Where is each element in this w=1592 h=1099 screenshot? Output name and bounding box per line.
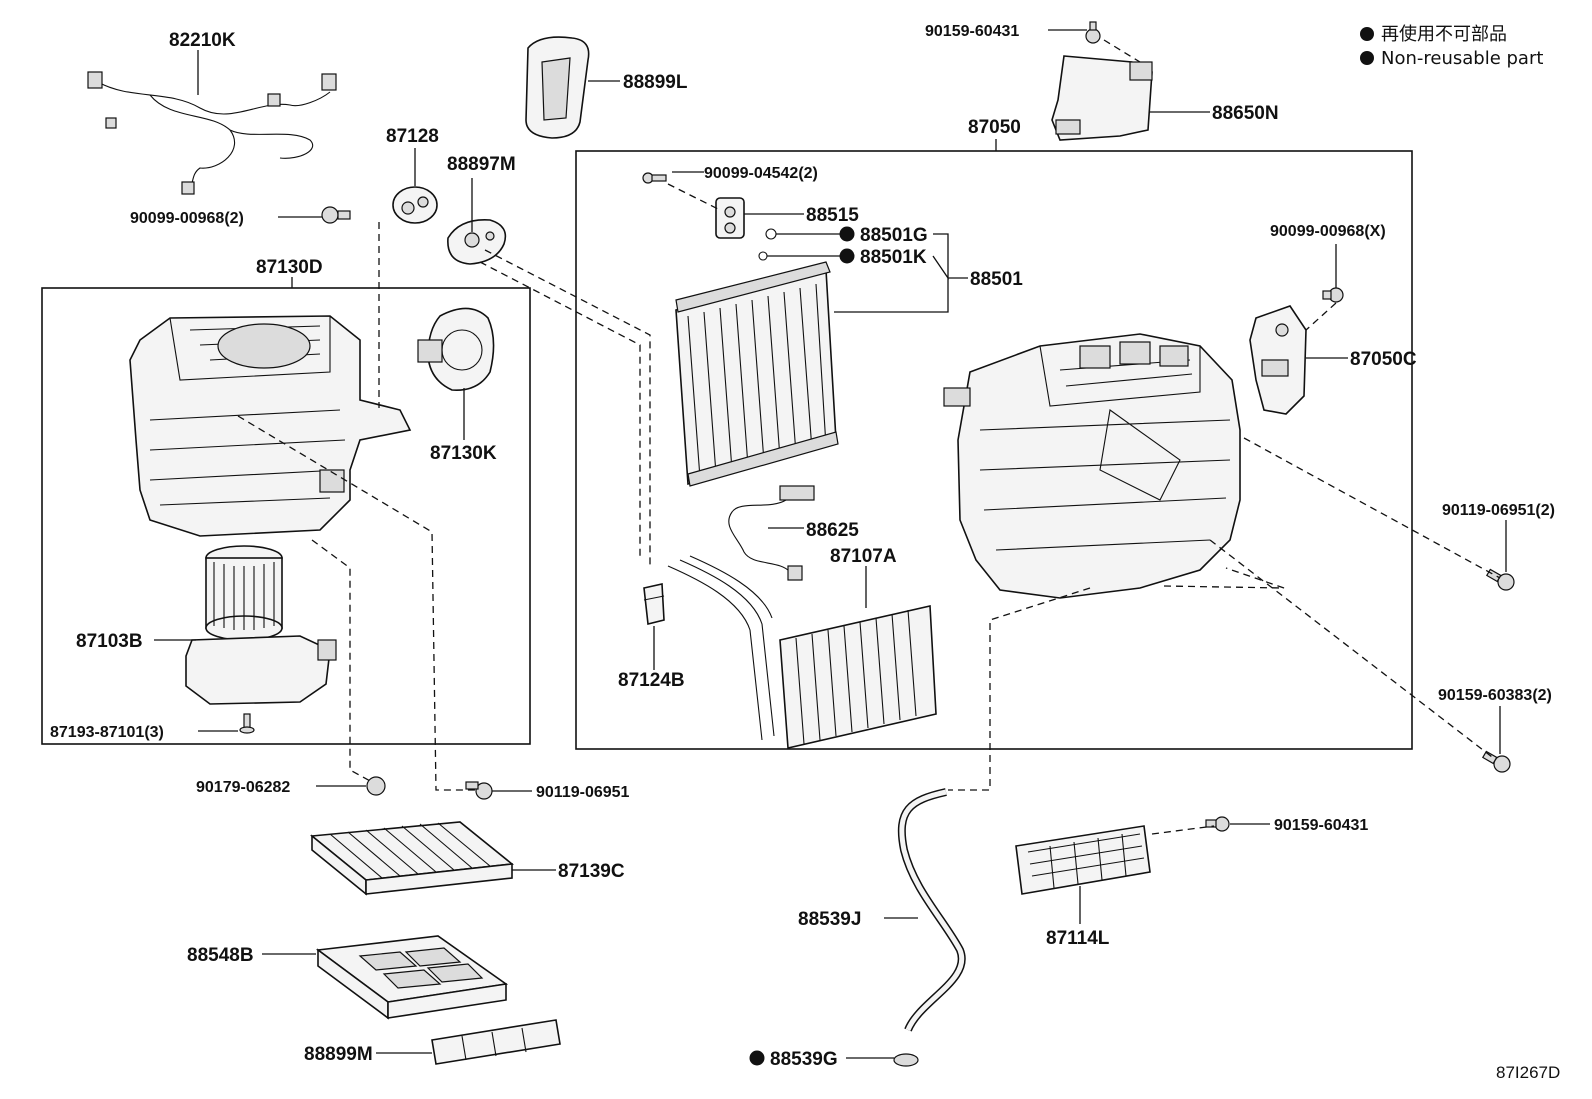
label-87139C: 87139C	[558, 861, 625, 882]
label-88501: 88501	[970, 269, 1023, 290]
label-87124B: 87124B	[618, 670, 685, 691]
label-90159-60383: 90159-60383(2)	[1438, 687, 1552, 704]
cover-88899L-drawing	[525, 36, 590, 139]
label-90159-60431-top: 90159-60431	[925, 23, 1019, 40]
thermistor-88625-drawing	[728, 485, 815, 581]
label-88625: 88625	[806, 520, 859, 541]
label-90119-06951-2: 90119-06951(2)	[1442, 502, 1555, 519]
non-reusable-dot-icon	[839, 248, 855, 264]
label-87128: 87128	[386, 126, 439, 147]
grille-87114L-drawing	[1015, 816, 1230, 895]
blower-housing-87130D-drawing	[129, 315, 412, 537]
actuator-87050C-drawing	[1249, 287, 1344, 415]
label-88501K: 88501K	[860, 247, 927, 268]
label-88650N: 88650N	[1212, 103, 1279, 124]
grommet-87128-drawing	[392, 186, 438, 224]
label-88548B: 88548B	[187, 945, 254, 966]
label-88539J: 88539J	[798, 909, 861, 930]
label-88501G: 88501G	[860, 225, 928, 246]
bracket-88650N-drawing	[1051, 21, 1153, 141]
label-87103B: 87103B	[76, 631, 143, 652]
hvac-unit-87050-drawing	[943, 333, 1285, 599]
strip-88899M-drawing	[431, 1019, 561, 1065]
label-87107A: 87107A	[830, 546, 897, 567]
legend: 再使用不可部品 Non-reusable part	[1360, 24, 1543, 69]
label-90099-00968X: 90099-00968(X)	[1270, 223, 1386, 240]
label-87050: 87050	[968, 117, 1021, 138]
plate-88897M-drawing	[447, 219, 507, 265]
label-87193-87101: 87193-87101(3)	[50, 724, 164, 741]
label-90179-06282: 90179-06282	[196, 779, 290, 796]
clamp-87124B-drawing	[643, 583, 665, 625]
o-ring-88501K-drawing	[758, 251, 768, 261]
label-90099-04542: 90099-04542(2)	[704, 165, 818, 182]
drain-hose-88539J-drawing	[893, 788, 966, 1067]
label-90119-06951: 90119-06951	[536, 784, 630, 801]
non-reusable-dot-icon	[1360, 51, 1374, 65]
label-88899L: 88899L	[623, 72, 688, 93]
label-88515: 88515	[806, 205, 859, 226]
label-88539G: 88539G	[770, 1049, 838, 1070]
tray-88548B-drawing	[315, 935, 509, 1020]
label-87130D: 87130D	[256, 257, 323, 278]
filter-87139C-drawing	[309, 821, 514, 896]
label-87050C: 87050C	[1350, 349, 1417, 370]
blower-motor-87103B-drawing	[185, 545, 337, 705]
label-90159-60431-mid: 90159-60431	[1274, 817, 1368, 834]
screw-90099-00968-drawing	[321, 206, 351, 224]
label-88899M: 88899M	[304, 1044, 373, 1065]
non-reusable-dot-icon	[1360, 27, 1374, 41]
evaporator-88501-drawing	[675, 261, 839, 487]
nut-90179-06282-drawing	[366, 776, 386, 796]
screw-90119-06951-drawing	[465, 781, 493, 800]
screw-87193-87101-drawing	[239, 713, 255, 734]
non-reusable-dot-icon	[839, 226, 855, 242]
label-87114L: 87114L	[1046, 928, 1110, 949]
label-90099-00968-2: 90099-00968(2)	[130, 210, 244, 227]
assembly-box-87050	[575, 150, 1413, 750]
screw-90159-60383-drawing	[1481, 750, 1511, 773]
wire-harness-82210K-drawing	[87, 71, 337, 195]
non-reusable-dot-icon	[749, 1050, 765, 1066]
assembly-box-87130D	[41, 287, 531, 745]
label-88897M: 88897M	[447, 154, 516, 175]
legend-en: Non-reusable part	[1381, 48, 1543, 69]
figure-code: 87I267D	[1496, 1063, 1560, 1082]
legend-jp: 再使用不可部品	[1381, 24, 1507, 45]
label-82210K: 82210K	[169, 30, 236, 51]
expansion-valve-88515-drawing	[642, 172, 745, 239]
cover-87130K-drawing	[417, 307, 495, 391]
o-ring-88501G-drawing	[765, 228, 777, 240]
heater-core-87107A-drawing	[667, 555, 937, 749]
label-87130K: 87130K	[430, 443, 497, 464]
